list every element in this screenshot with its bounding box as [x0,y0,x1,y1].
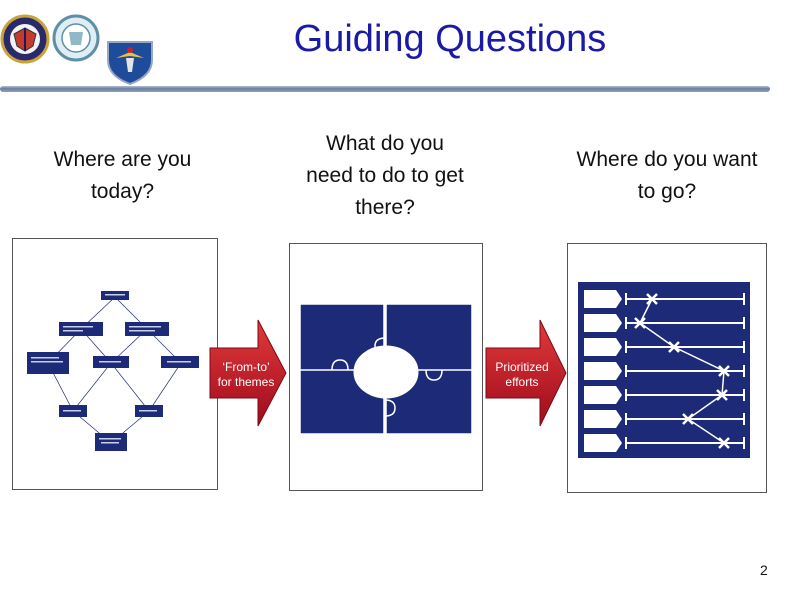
prioritized-line1: Prioritized [495,360,549,374]
ring-seal-icon [52,14,100,62]
header-divider [0,86,770,92]
from-to-line1: ‘From-to’ [222,360,270,374]
puzzle-graphic [299,303,473,435]
current-state-panel [12,238,218,490]
heading-today-line2: today? [90,180,155,203]
page-number: 2 [760,562,768,578]
heading-today-line1: Where are you [53,148,192,171]
heading-today: Where are you today? [20,144,225,208]
prioritized-arrow: Prioritized efforts [484,318,568,428]
heading-do-line2: need to do to get [306,164,464,187]
future-state-panel [567,243,767,493]
heading-go-line2: to go? [637,180,697,203]
seal-icon [0,14,50,64]
heading-do: What do you need to do to get there? [270,128,500,224]
slide-title: Guiding Questions [293,18,607,60]
heading-do-line1: What do you [326,132,444,155]
prioritized-label: Prioritized efforts [486,360,558,390]
right-arrow-icon [485,319,567,427]
right-arrow-icon [209,319,287,427]
from-to-line2: for themes [217,375,275,389]
heading-do-line3: there? [355,196,415,219]
heading-go-line1: Where do you want [576,148,758,171]
actions-panel [289,243,483,491]
from-to-label: ‘From-to’ for themes [208,360,284,390]
from-to-arrow: ‘From-to’ for themes [208,318,288,428]
network-diagram-thumbnail [27,291,199,451]
logo-group [0,6,160,86]
wings-shield-icon [107,41,153,86]
prioritized-line2: efforts [505,375,539,389]
heading-go: Where do you want to go? [548,144,785,208]
prioritization-grid [578,282,750,458]
